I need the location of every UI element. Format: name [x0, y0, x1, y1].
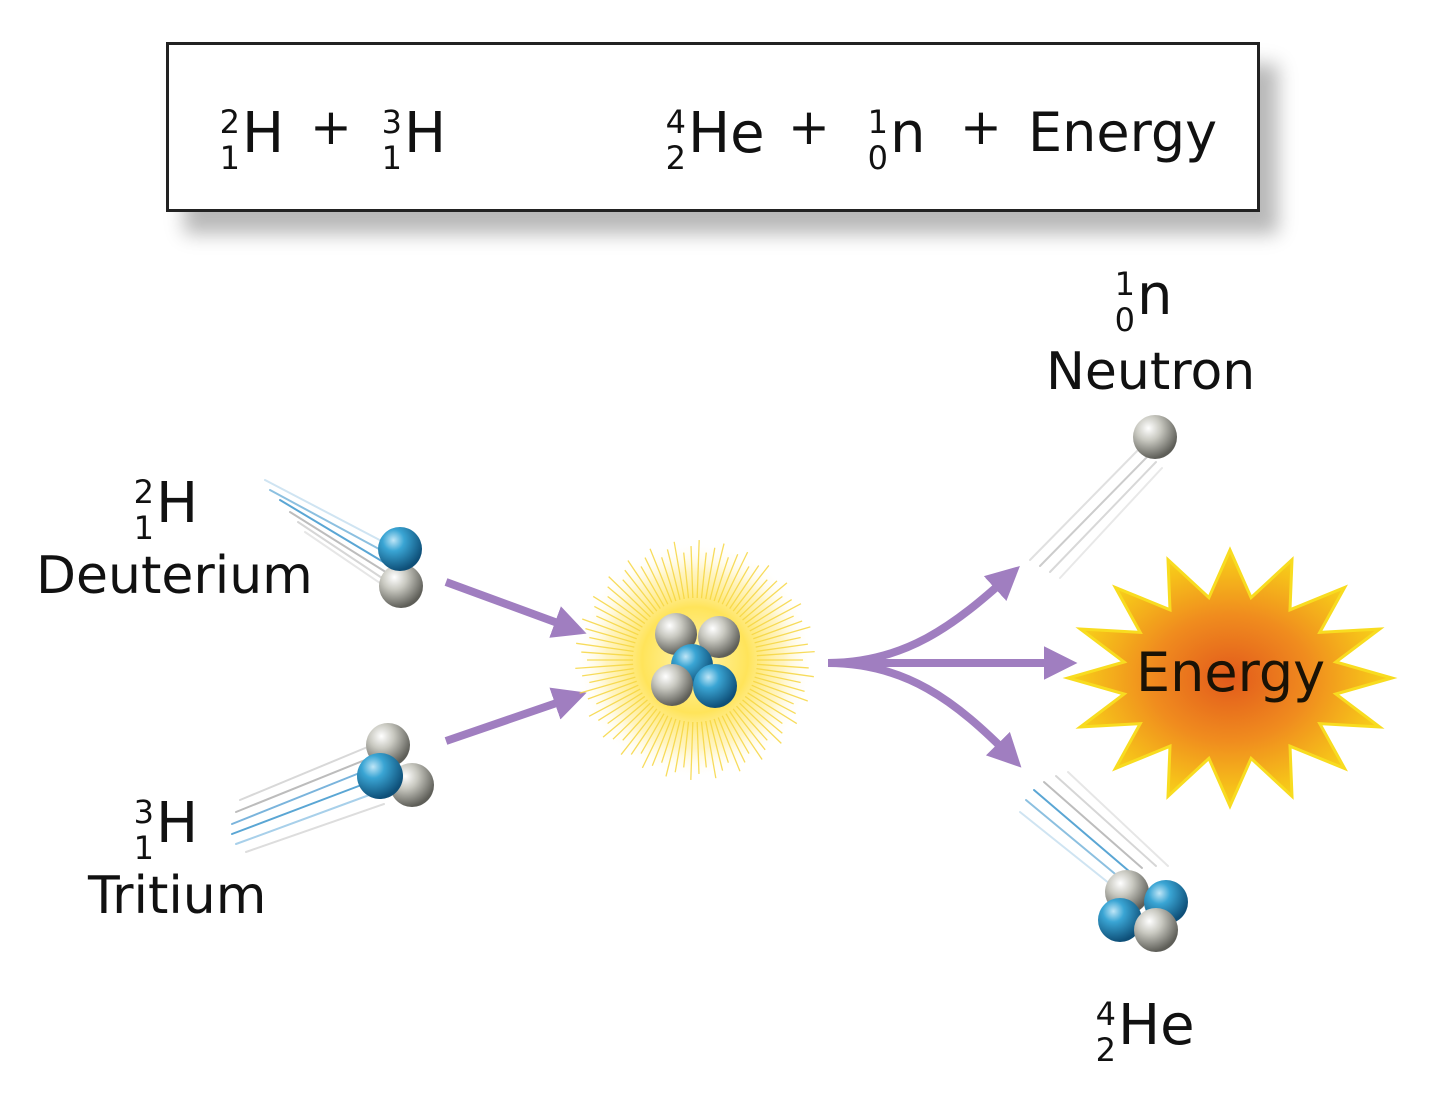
helium-nucleus: [1098, 870, 1188, 952]
eq-plus-1: +: [310, 98, 352, 156]
deuterium-trail: [264, 479, 397, 595]
energy-burst-label: Energy: [1136, 641, 1326, 704]
energy-burst: [1062, 546, 1398, 810]
deuterium-nucleus: [378, 527, 423, 608]
tritium-label: Tritium: [88, 866, 267, 926]
helium-arrow: [827, 659, 1022, 768]
neutron-label: Neutron: [1046, 342, 1256, 402]
neutron-arrow: [827, 565, 1020, 667]
tritium-trail: [231, 745, 385, 853]
equation-box: [166, 42, 1260, 212]
neutron-particle: [1133, 415, 1177, 459]
tritium-nucleus: [357, 723, 434, 807]
eq-plus-3: +: [960, 98, 1002, 156]
eq-energy-word: Energy: [1028, 101, 1218, 164]
helium-trail: [1019, 771, 1169, 885]
deuterium-arrow: [444, 578, 587, 638]
fused-nucleus: [651, 613, 740, 708]
neutron-trail: [1029, 447, 1163, 579]
deuterium-label: Deuterium: [36, 546, 313, 606]
eq-plus-2: +: [788, 98, 830, 156]
tritium-arrow: [444, 687, 587, 745]
